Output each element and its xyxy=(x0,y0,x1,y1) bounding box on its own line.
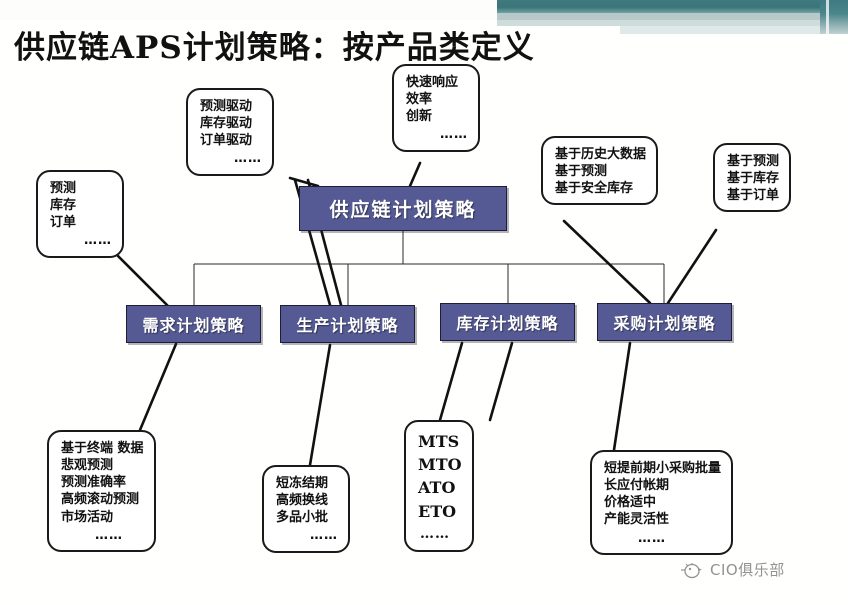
top-banner-strip-3 xyxy=(620,26,830,34)
callout-line: 基于预测 xyxy=(727,154,780,169)
callout-purchasing-detail: 短提前期小采购批量 长应付帐期 价格适中 产能灵活性 …… xyxy=(590,450,734,555)
callout-inventory-detail: MTS MTO ATO ETO …… xyxy=(404,420,474,553)
callout-ellipsis: …… xyxy=(234,151,262,167)
node-supply-chain-plan-strategy[interactable]: 供应链计划策略 xyxy=(299,186,507,231)
callout-line: 产能灵活性 xyxy=(604,512,670,528)
callout-production-detail: 短冻结期 高频换线 多品小批 …… xyxy=(262,465,350,553)
callout-line: 基于库存 xyxy=(727,171,780,187)
watermark: CIO俱乐部 xyxy=(679,559,785,580)
callout-line: ATO xyxy=(418,478,456,498)
node-purchasing-plan-strategy[interactable]: 采购计划策略 xyxy=(597,303,732,341)
callout-line: ETO xyxy=(418,501,457,521)
node-production-plan-strategy[interactable]: 生产计划策略 xyxy=(280,305,415,343)
callout-inventory-basis: 基于历史大数据 基于预测 基于安全库存 xyxy=(541,136,659,206)
callout-line: 高频滚动预测 xyxy=(61,492,140,508)
callout-line: 订单驱动 xyxy=(200,133,253,149)
node-inventory-plan-strategy[interactable]: 库存计划策略 xyxy=(440,303,575,341)
node-demand-plan-strategy[interactable]: 需求计划策略 xyxy=(126,305,261,343)
callout-demand-detail: 基于终端 数据 悲观预测 预测准确率 高频滚动预测 市场活动 …… xyxy=(47,430,156,552)
callout-goals: 快速响应 效率 创新 …… xyxy=(392,64,480,152)
callout-line: 短提前期小采购批量 xyxy=(604,461,722,476)
callout-line: MTO xyxy=(418,455,462,475)
callout-line: 多品小批 xyxy=(276,510,329,526)
page-title: 供应链APS计划策略：按产品类定义 xyxy=(14,30,535,66)
callout-ellipsis: …… xyxy=(638,530,666,546)
callout-line: 库存 xyxy=(50,198,77,214)
callout-line: 短冻结期 xyxy=(276,476,329,491)
callout-line: 创新 xyxy=(406,109,433,125)
top-banner-notch xyxy=(0,0,497,20)
top-banner-right-accent-highlight xyxy=(826,0,829,34)
top-banner-strip-2 xyxy=(497,20,848,26)
callout-line: 基于订单 xyxy=(727,188,780,204)
callout-line: 基于安全库存 xyxy=(555,181,634,197)
callout-line: 预测 xyxy=(50,181,77,196)
callout-line: 长应付帐期 xyxy=(604,478,670,494)
callout-demand-source: 预测 库存 订单 …… xyxy=(36,170,124,258)
callout-ellipsis: …… xyxy=(310,528,338,544)
callout-line: 基于历史大数据 xyxy=(555,147,647,162)
callout-line: 快速响应 xyxy=(406,75,459,90)
callout-line: MTS xyxy=(418,432,460,451)
callout-line: 预测准确率 xyxy=(61,475,127,491)
callout-ellipsis: …… xyxy=(420,525,450,542)
watermark-label: CIO俱乐部 xyxy=(710,561,785,579)
callout-purchasing-basis: 基于预测 基于库存 基于订单 xyxy=(713,143,792,213)
callout-line: 订单 xyxy=(50,215,77,231)
callout-ellipsis: …… xyxy=(84,233,112,249)
callout-line: 预测驱动 xyxy=(200,99,253,114)
callout-line: 市场活动 xyxy=(61,509,114,525)
callout-line: 高频换线 xyxy=(276,493,329,509)
callout-line: 悲观预测 xyxy=(61,458,114,474)
callout-line: 库存驱动 xyxy=(200,116,253,132)
callout-drivers: 预测驱动 库存驱动 订单驱动 …… xyxy=(186,88,274,176)
callout-line: 基于终端 数据 xyxy=(61,441,144,456)
callout-line: 效率 xyxy=(406,92,433,108)
callout-line: 价格适中 xyxy=(604,495,657,511)
callout-ellipsis: …… xyxy=(95,527,123,543)
top-banner-right-accent xyxy=(820,0,848,34)
penguin-icon xyxy=(679,561,707,579)
callout-ellipsis: …… xyxy=(440,127,468,143)
callout-line: 基于预测 xyxy=(555,164,608,180)
